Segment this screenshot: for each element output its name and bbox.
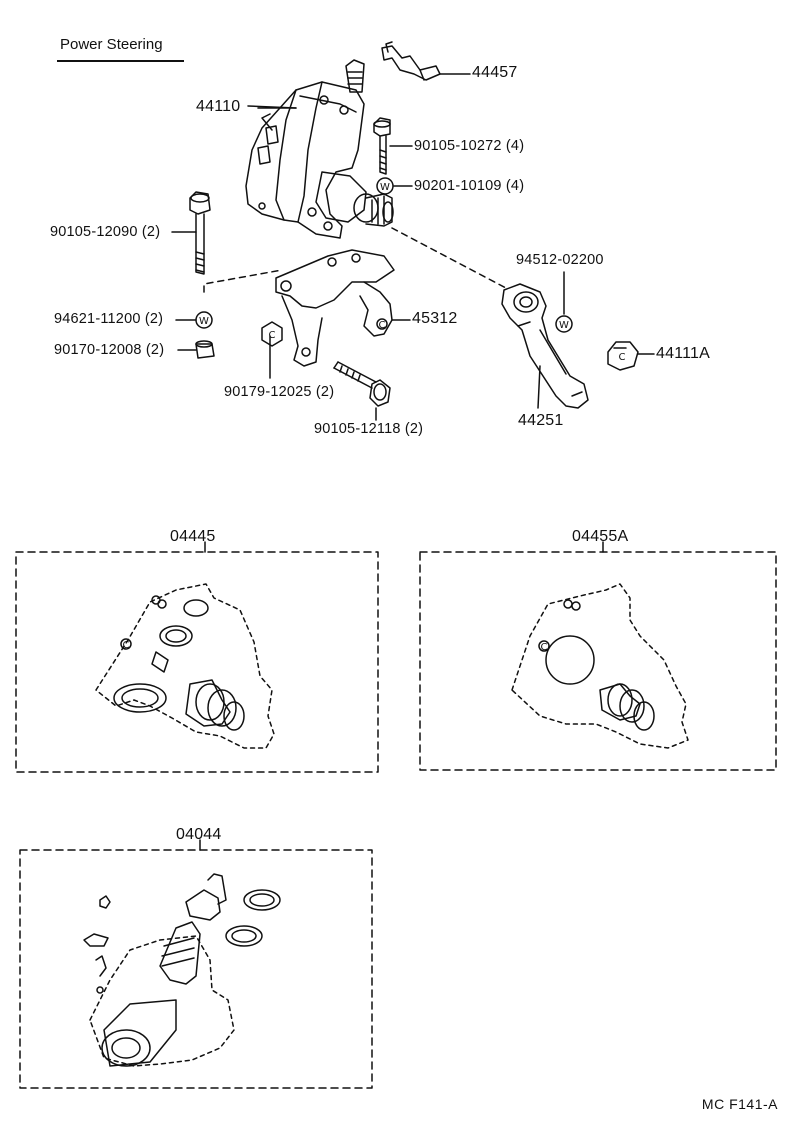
part-label-94621-11200: 94621-11200 (2): [54, 311, 164, 327]
kit-label-04445: 04445: [170, 528, 216, 545]
washer-symbol: W: [559, 320, 569, 331]
part-label-44251: 44251: [518, 412, 564, 429]
part-label-94512-02200: 94512-02200: [516, 252, 604, 268]
nut-90170-12008-drawing: [177, 340, 215, 359]
nut-symbol: C: [541, 642, 548, 653]
bolt-90105-12090-drawing: [171, 191, 211, 275]
nut-44111A-drawing: [607, 341, 655, 371]
washer-94512-02200-drawing: [555, 271, 573, 333]
kit-label-04455A: 04455A: [572, 528, 629, 545]
nut-90179-12025-drawing: [261, 321, 283, 347]
bolt-90105-12118-drawing: [333, 361, 391, 421]
pitman-arm-44251-drawing: [501, 283, 589, 409]
page-title: Power Steering: [60, 36, 163, 53]
kit-box-04445: [15, 541, 379, 773]
diagram-code: MC F141-A: [701, 1096, 778, 1112]
bracket-45312-drawing: [275, 249, 411, 367]
washer-94621-11200-drawing: [175, 311, 213, 329]
nut-symbol: C: [379, 320, 386, 331]
part-label-44111A: 44111A: [656, 345, 710, 362]
part-label-44110: 44110: [196, 98, 241, 115]
nut-symbol: C: [123, 640, 130, 651]
part-label-90105-10272: 90105-10272 (4): [414, 138, 525, 154]
washer-90201-10109-drawing: [376, 177, 413, 195]
nut-symbol: C: [619, 352, 626, 363]
part-label-44457: 44457: [472, 64, 518, 81]
part-label-45312: 45312: [412, 310, 458, 327]
bolt-90105-10272-drawing: [373, 117, 413, 175]
part-label-90170-12008: 90170-12008 (2): [54, 342, 165, 358]
bracket-44457-drawing: [381, 41, 471, 81]
title-underline: [57, 60, 184, 62]
kit-box-04044: [19, 839, 373, 1089]
part-label-90201-10109: 90201-10109 (4): [414, 178, 525, 194]
part-label-90105-12090: 90105-12090 (2): [50, 224, 161, 240]
steering-gear-box-drawing: [245, 59, 394, 239]
part-label-90105-12118: 90105-12118 (2): [314, 421, 424, 437]
part-label-90179-12025: 90179-12025 (2): [224, 384, 335, 400]
kit-box-04455A: [419, 541, 777, 771]
nut-symbol: C: [269, 330, 276, 341]
washer-symbol: W: [199, 316, 209, 327]
kit-label-04044: 04044: [176, 826, 222, 843]
washer-symbol: W: [380, 182, 390, 193]
